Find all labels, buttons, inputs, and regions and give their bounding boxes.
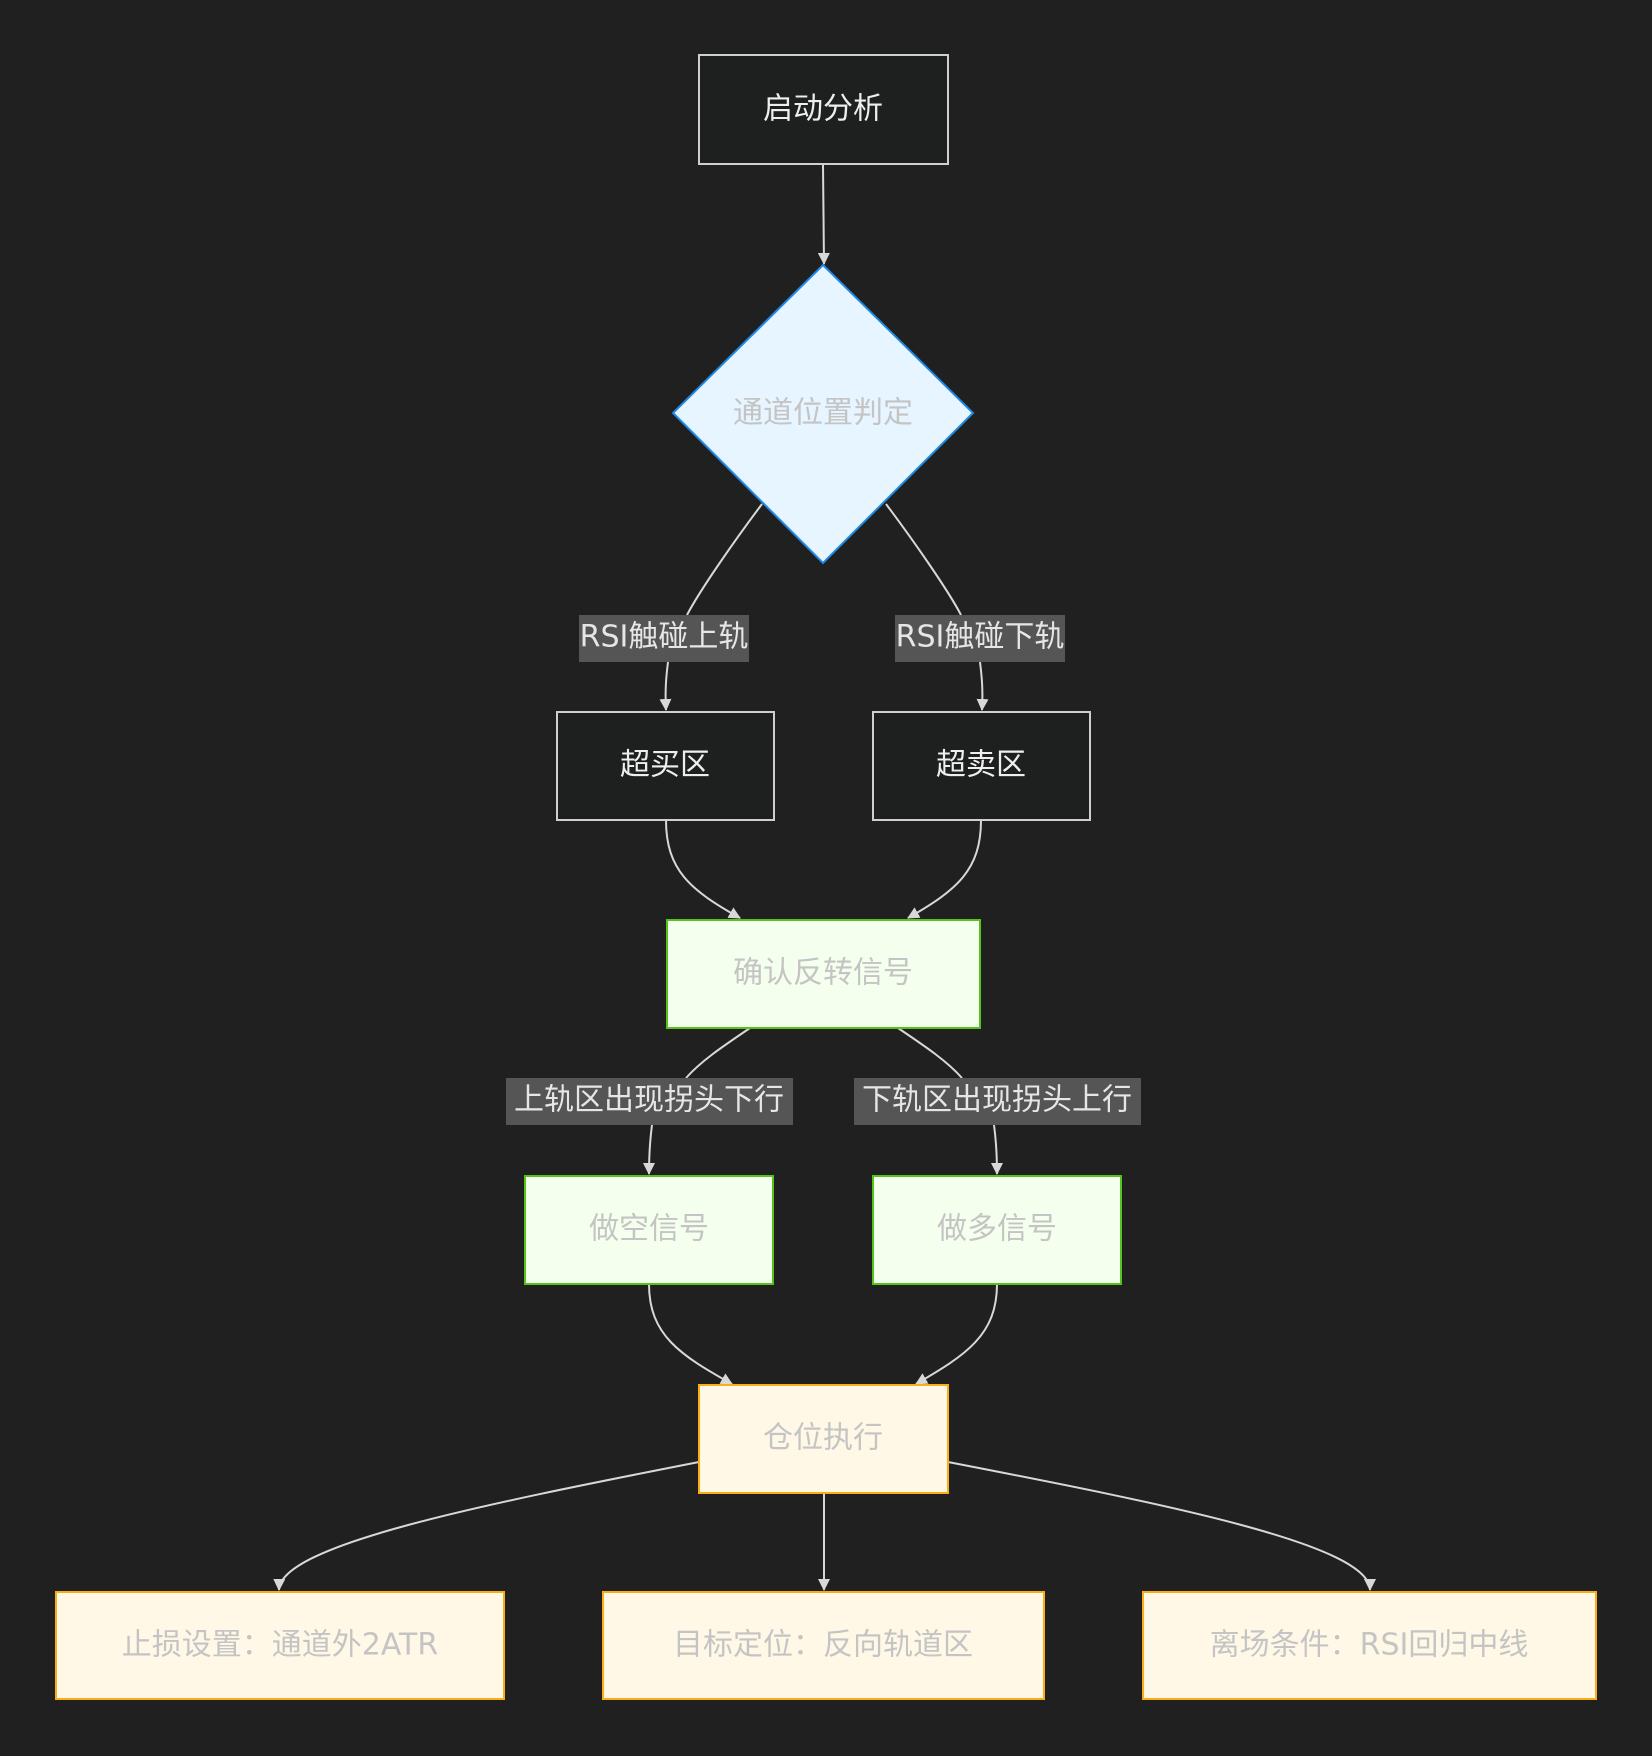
edge-label-upper-turn: 上轨区出现拐头下行 <box>506 1078 793 1125</box>
edge-oversold-to-confirm <box>907 819 982 919</box>
node-confirm-text: 确认反转信号 <box>733 956 913 991</box>
node-execute-text: 仓位执行 <box>763 1421 883 1456</box>
node-target-text: 目标定位：反向轨道区 <box>673 1628 973 1663</box>
edge-confirm-to-short <box>649 1027 751 1174</box>
node-start-text: 启动分析 <box>763 92 883 127</box>
node-stoploss-text: 止损设置：通道外2ATR <box>122 1628 438 1663</box>
node-target: 目标定位：反向轨道区 <box>602 1591 1045 1700</box>
node-short-text: 做空信号 <box>589 1212 709 1247</box>
node-long-text: 做多信号 <box>937 1212 1057 1247</box>
edge-label-lower-turn: 下轨区出现拐头上行 <box>854 1078 1141 1125</box>
node-oversold: 超卖区 <box>872 711 1091 821</box>
edge-label-lower-touch: RSI触碰下轨 <box>895 615 1065 662</box>
node-exit: 离场条件：RSI回归中线 <box>1142 1591 1597 1700</box>
node-execute: 仓位执行 <box>698 1384 949 1494</box>
node-confirm: 确认反转信号 <box>666 919 981 1029</box>
edge-label-lower-touch-text: RSI触碰下轨 <box>896 620 1065 655</box>
edge-label-upper-touch: RSI触碰上轨 <box>579 615 749 662</box>
edge-label-lower-turn-text: 下轨区出现拐头上行 <box>862 1083 1132 1118</box>
edge-confirm-to-long <box>897 1027 997 1174</box>
edge-overbought-to-confirm <box>665 819 741 919</box>
edge-execute-to-exit <box>947 1461 1376 1591</box>
node-decision: 通道位置判定 <box>671 263 975 565</box>
node-stoploss: 止损设置：通道外2ATR <box>55 1591 505 1700</box>
edge-execute-to-stoploss <box>273 1461 700 1591</box>
node-overbought-text: 超买区 <box>620 748 710 783</box>
node-oversold-text: 超卖区 <box>936 748 1026 783</box>
node-long: 做多信号 <box>872 1175 1122 1285</box>
edge-decision-to-oversold <box>885 503 982 710</box>
node-start: 启动分析 <box>698 54 949 165</box>
edge-long-to-execute <box>915 1283 998 1385</box>
node-overbought: 超买区 <box>556 711 775 821</box>
edge-start-to-decision <box>817 164 830 265</box>
edge-label-upper-turn-text: 上轨区出现拐头下行 <box>514 1083 784 1118</box>
node-short: 做空信号 <box>524 1175 774 1285</box>
edge-decision-to-overbought <box>666 503 763 710</box>
node-decision-text: 通道位置判定 <box>733 396 913 431</box>
node-exit-text: 离场条件：RSI回归中线 <box>1210 1628 1529 1663</box>
edge-short-to-execute <box>648 1283 733 1385</box>
edge-label-upper-touch-text: RSI触碰上轨 <box>580 620 749 655</box>
